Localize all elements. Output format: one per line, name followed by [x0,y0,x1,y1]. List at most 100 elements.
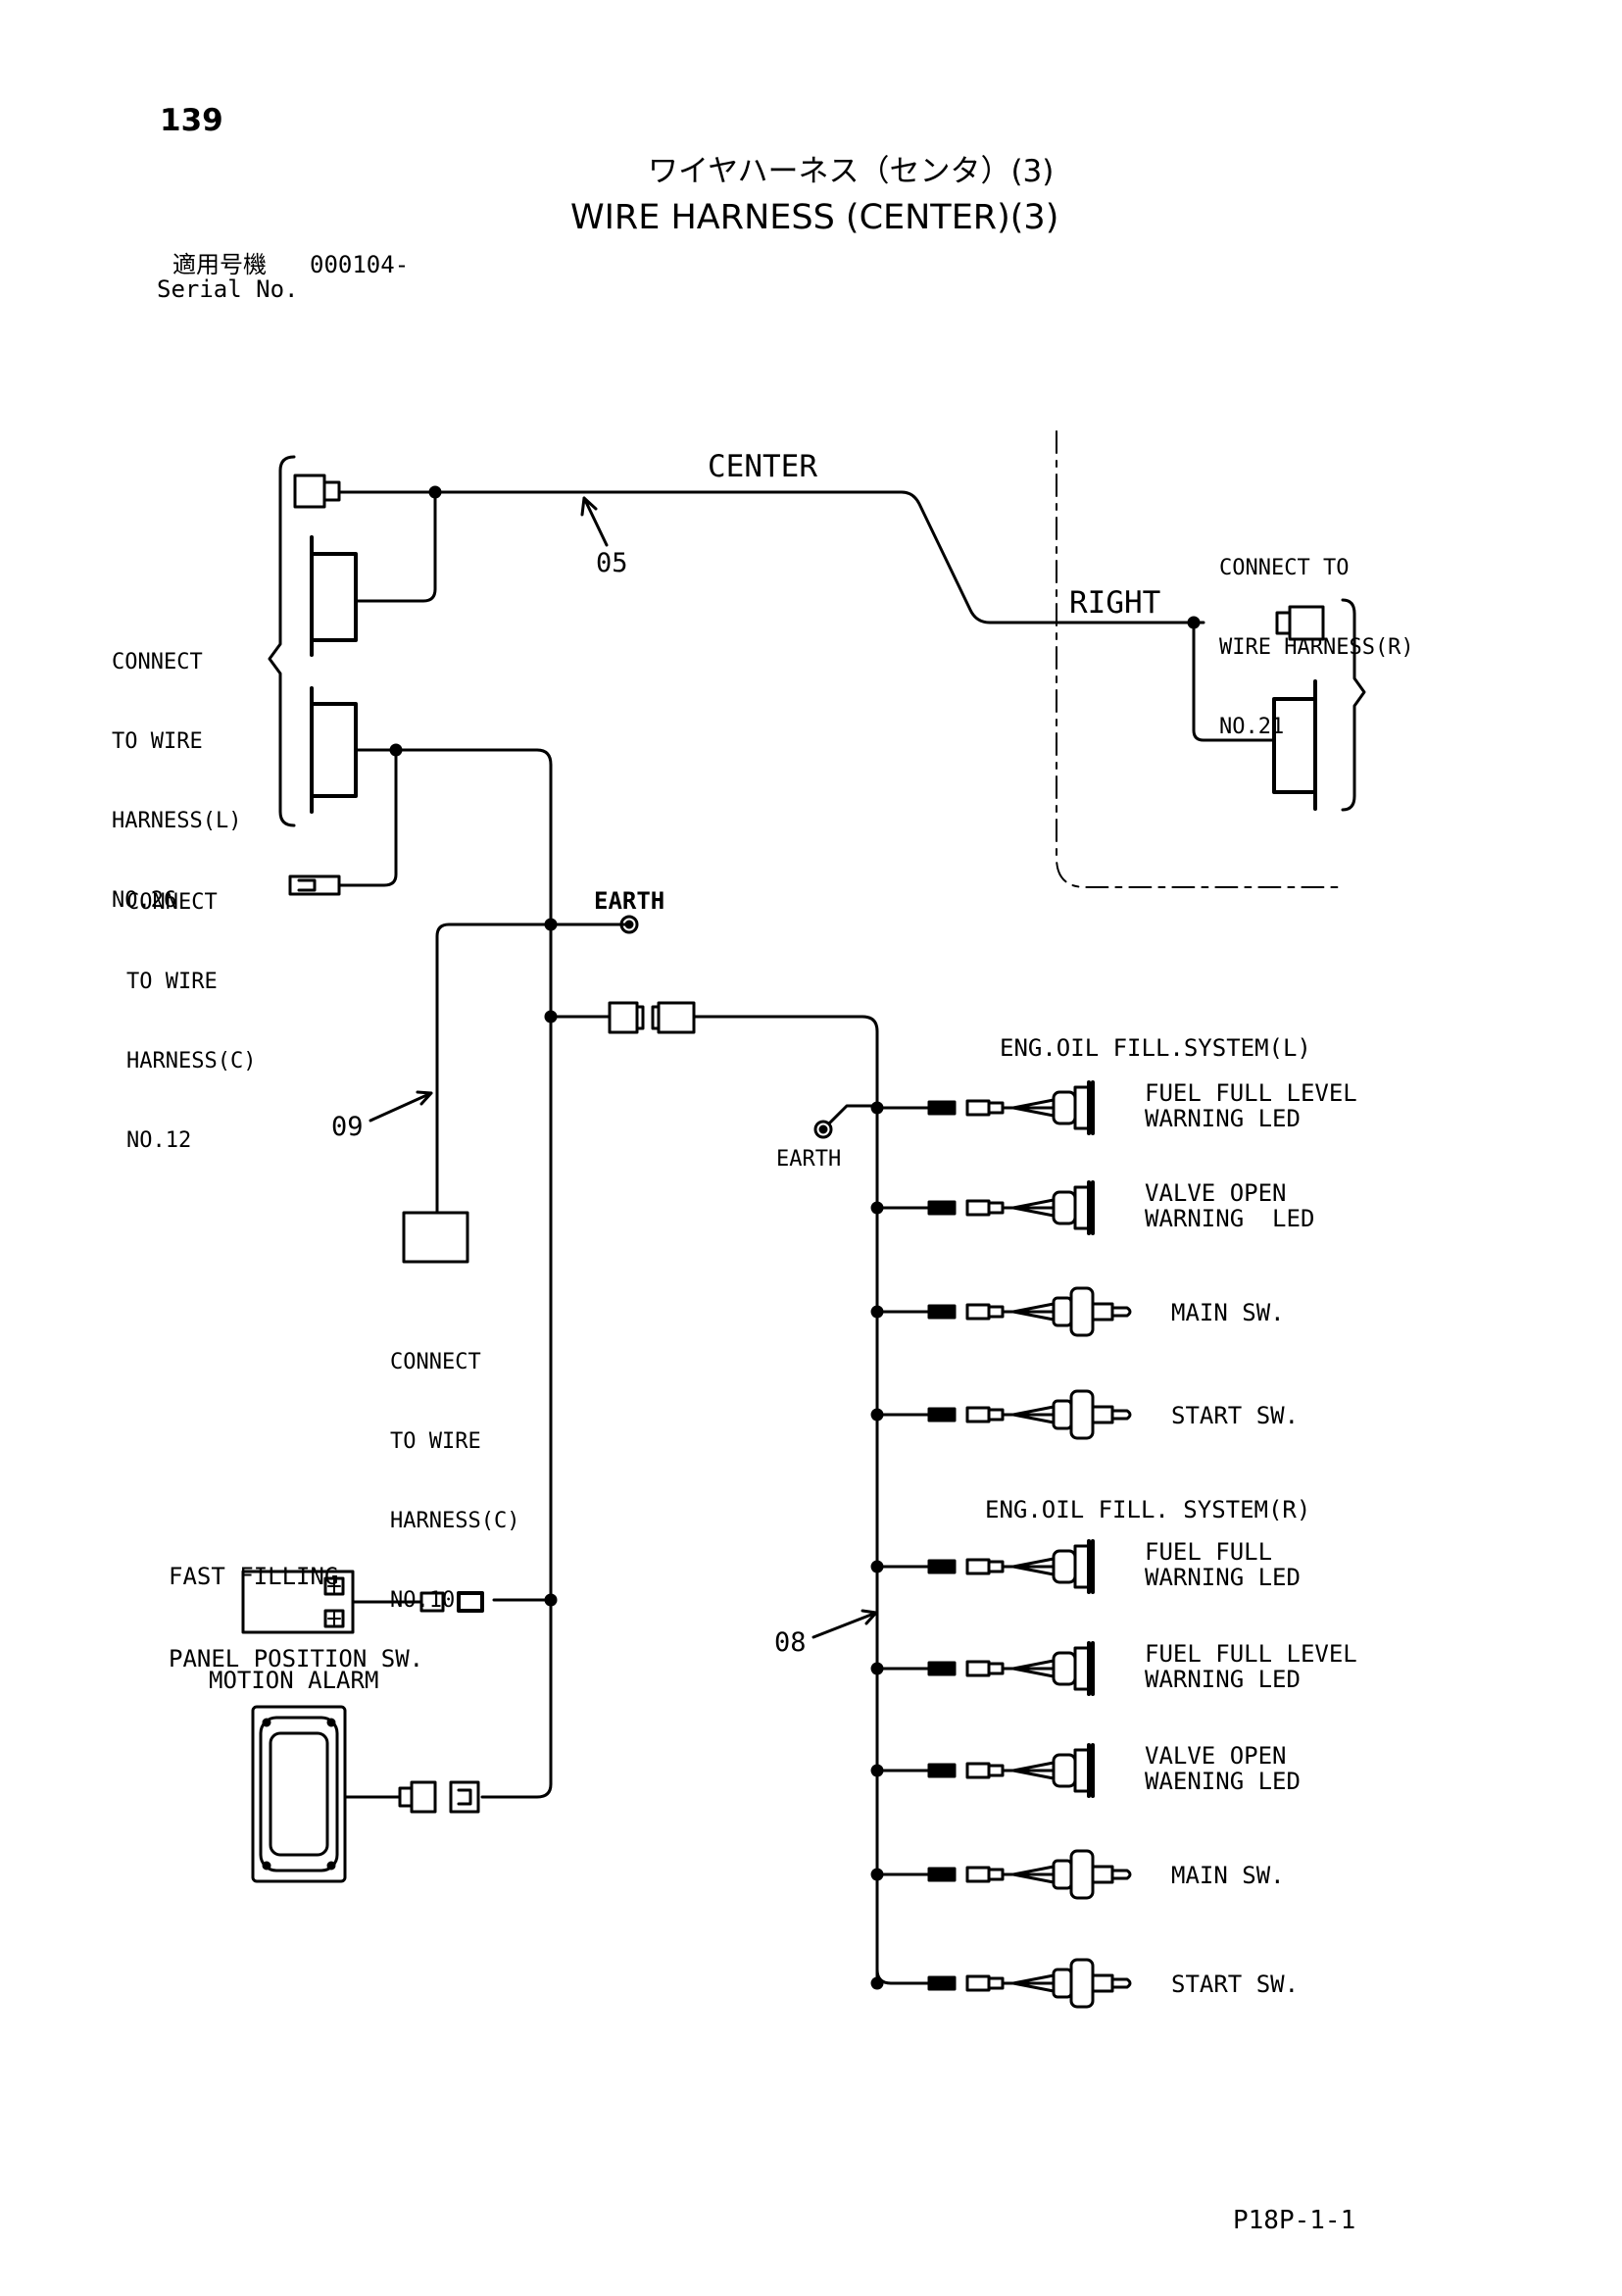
connect-harness-C12-label: CONNECT TO WIRE HARNESS(C) NO.12 [126,836,256,1180]
serial-label: Serial No. [157,275,299,303]
bracket-L [268,455,296,827]
earth-top-terminal [619,915,639,934]
branch-socket [927,1200,957,1216]
fast-filling-socket [457,1591,484,1613]
component-label-line1: START SW. [1171,1402,1300,1429]
motion-alarm-face [259,1716,339,1872]
system-R-label: ENG.OIL FILL. SYSTEM(R) [985,1496,1311,1523]
label-earth-top: EARTH [594,887,665,915]
branch-leads [1001,1761,1056,1780]
wire-R-branch [1192,621,1276,742]
branch-plug-tip [987,1201,1005,1215]
component-label-line1: FUEL FULL LEVEL [1145,1640,1357,1668]
switch-collar [1091,1865,1114,1884]
motion-alarm-screw [262,1718,271,1727]
motion-alarm-housing [251,1705,347,1883]
led-body [1052,1090,1077,1125]
motion-alarm-screw [262,1861,271,1871]
serial-label-japanese: 適用号機 [172,251,267,278]
connector-08-a [608,1001,639,1034]
wire-C12 [337,748,398,887]
switch-toggle [1110,1306,1132,1318]
switch-toggle [1110,1977,1132,1989]
connect-C10-line: TO WIRE [390,1429,481,1454]
component-label-line2: WARNING LED [1145,1105,1301,1132]
connector-group-L [268,455,358,827]
branch-plug [965,1762,991,1779]
branch-plug-tip [987,1305,1005,1319]
label-right: RIGHT [1069,585,1161,621]
connect-C12-line: CONNECT [126,890,218,915]
title-japanese: ワイヤハーネス（センタ）(3) [648,154,1055,189]
switch-body [1069,1958,1095,2009]
branch-plug-tip [987,1868,1005,1881]
switch-base [1052,1859,1073,1890]
branch-socket [927,1661,957,1676]
branch-socket [927,1100,957,1116]
connector-group-R [1056,430,1366,888]
arrow-05 [580,496,609,547]
component-label-line1: FUEL FULL [1145,1538,1273,1566]
branch-plug-tip [987,1976,1005,1990]
component-label-line1: FUEL FULL LEVEL [1145,1079,1357,1107]
led-panel [1087,1080,1095,1135]
connector-08-b-cap [651,1005,661,1030]
component-label-line2: WARNING LED [1145,1205,1315,1232]
fast-filling-plug [419,1591,445,1613]
led-bezel [1073,1085,1091,1130]
led-body [1052,1190,1077,1225]
led-panel [1087,1743,1095,1798]
motion-alarm-socket [449,1780,480,1814]
switch-collar [1091,1405,1114,1424]
connector-08-a-cap [635,1005,645,1030]
branch-wire [875,1968,931,1985]
branch-leads [1001,1659,1056,1678]
connector-small-L-cap [322,480,341,502]
branch-plug-tip [987,1764,1005,1777]
page-title: WIRE HARNESS (CENTER)(3) [570,198,1059,237]
connector-plate-R [1272,679,1317,811]
branch-plug [965,1199,991,1217]
label-center: CENTER [708,449,817,484]
component-label: START SW. [1171,1403,1299,1428]
switch-base [1052,1399,1073,1430]
motion-alarm [251,1705,480,1883]
label-part-05: 05 [596,548,628,578]
led-body [1052,1753,1077,1788]
branch-plug [965,1099,991,1117]
connect-R-line: CONNECT TO [1219,556,1350,580]
system-L-label: ENG.OIL FILL.SYSTEM(L) [1000,1034,1311,1062]
junction-05 [428,485,442,499]
arrow-08 [811,1609,878,1639]
wire-05-line [337,490,1205,624]
connect-harness-R-label: CONNECT TO WIRE HARNESS(R) NO.21 [1219,502,1414,767]
fast-filling-line: PANEL POSITION SW. [169,1645,424,1672]
component-label-line1: MAIN SW. [1171,1299,1285,1326]
connector-plate-top [310,535,358,657]
branch-socket [927,1407,957,1423]
wire-05-branch [354,490,437,603]
branch-plug [965,1406,991,1423]
component-label-line1: START SW. [1171,1971,1300,1998]
led-panel [1087,1539,1095,1594]
branch-leads [1001,1198,1056,1218]
branch-socket [927,1763,957,1778]
fast-filling-line: FAST FILLING [169,1563,339,1590]
branch-plug [965,1866,991,1883]
switch-toggle [1110,1869,1132,1880]
motion-alarm-screw [326,1718,336,1727]
connect-C12-line: TO WIRE [126,970,218,994]
wire-09 [435,923,553,1215]
branch-leads [1001,1098,1056,1118]
fast-filling-screw-top-x [327,1579,341,1593]
fast-filling-label: FAST FILLING PANEL POSITION SW. [169,1508,423,1700]
connect-C12-line: HARNESS(C) [126,1049,257,1073]
motion-alarm-label: MOTION ALARM [209,1667,379,1694]
branch-leads [1001,1405,1056,1424]
motion-alarm-screw [326,1861,336,1871]
wire-08-line [692,1015,879,1985]
